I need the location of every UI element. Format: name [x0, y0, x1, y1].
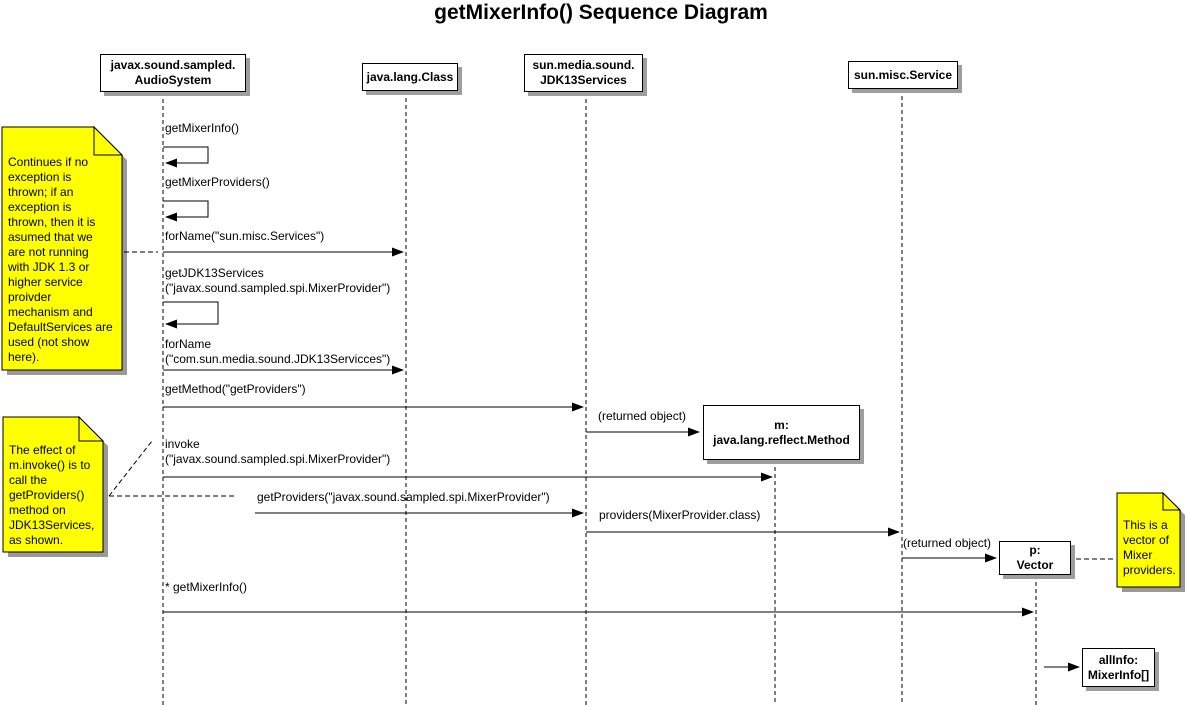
message-label-getmixerproviders: getMixerProviders() — [165, 175, 270, 189]
message-label-star-getmixerinfo: * getMixerInfo() — [165, 580, 248, 594]
note-continues-text: Continues if no exception is thrown; if … — [8, 155, 113, 364]
message-label-forname-jdk13servicces: forName ("com.sun.media.sound.JDK13Servi… — [165, 337, 391, 366]
selfcall-getjdk13services-arrow — [163, 301, 219, 329]
message-label-invoke: invoke ("javax.sound.sampled.spi.MixerPr… — [165, 437, 391, 466]
lifeline-head-audiosystem: javax.sound.sampled. AudioSystem — [100, 54, 246, 92]
object-box-p: p: Vector — [999, 541, 1071, 575]
message-label-getmixerinfo: getMixerInfo() — [165, 121, 240, 135]
note-invoke-effect-text: The effect of m.invoke() is to call the … — [9, 443, 95, 547]
object-box-m: m: java.lang.reflect.Method — [703, 405, 860, 460]
note-continues-fold — [93, 125, 124, 156]
message-label-returned-object-m: (returned object) — [598, 409, 687, 423]
note-invoke-effect-connector-diagonal — [108, 440, 153, 497]
selfcall-getmixerproviders-arrow — [163, 200, 209, 222]
message-label-getmethod: getMethod("getProviders") — [165, 382, 306, 396]
selfcall-getmixerinfo-arrow — [163, 146, 209, 168]
message-label-getproviders: getProviders("javax.sound.sampled.spi.Mi… — [257, 490, 550, 504]
message-label-forname-services: forName("sun.misc.Services") — [165, 229, 325, 243]
message-label-returned-object-p: (returned object) — [903, 536, 992, 550]
message-label-providers: providers(MixerProvider.class) — [599, 508, 761, 522]
note-vector-shape — [1116, 492, 1181, 588]
note-vector-text: This is a vector of Mixer providers. — [1123, 518, 1176, 577]
lifeline-head-service: sun.misc.Service — [848, 61, 958, 89]
note-invoke-effect-fold — [78, 415, 105, 442]
lifeline-head-class: java.lang.Class — [362, 63, 458, 91]
note-continues-shape — [1, 126, 123, 371]
lifeline-head-jdk13services: sun.media.sound. JDK13Services — [524, 54, 643, 92]
note-vector-fold — [1162, 491, 1182, 511]
object-box-allinfo: allInfo: MixerInfo[] — [1082, 648, 1155, 687]
diagram-title: getMixerInfo() Sequence Diagram — [434, 1, 768, 24]
message-label-getjdk13services: getJDK13Services ("javax.sound.sampled.s… — [165, 266, 391, 295]
note-invoke-effect-shape — [2, 416, 104, 553]
